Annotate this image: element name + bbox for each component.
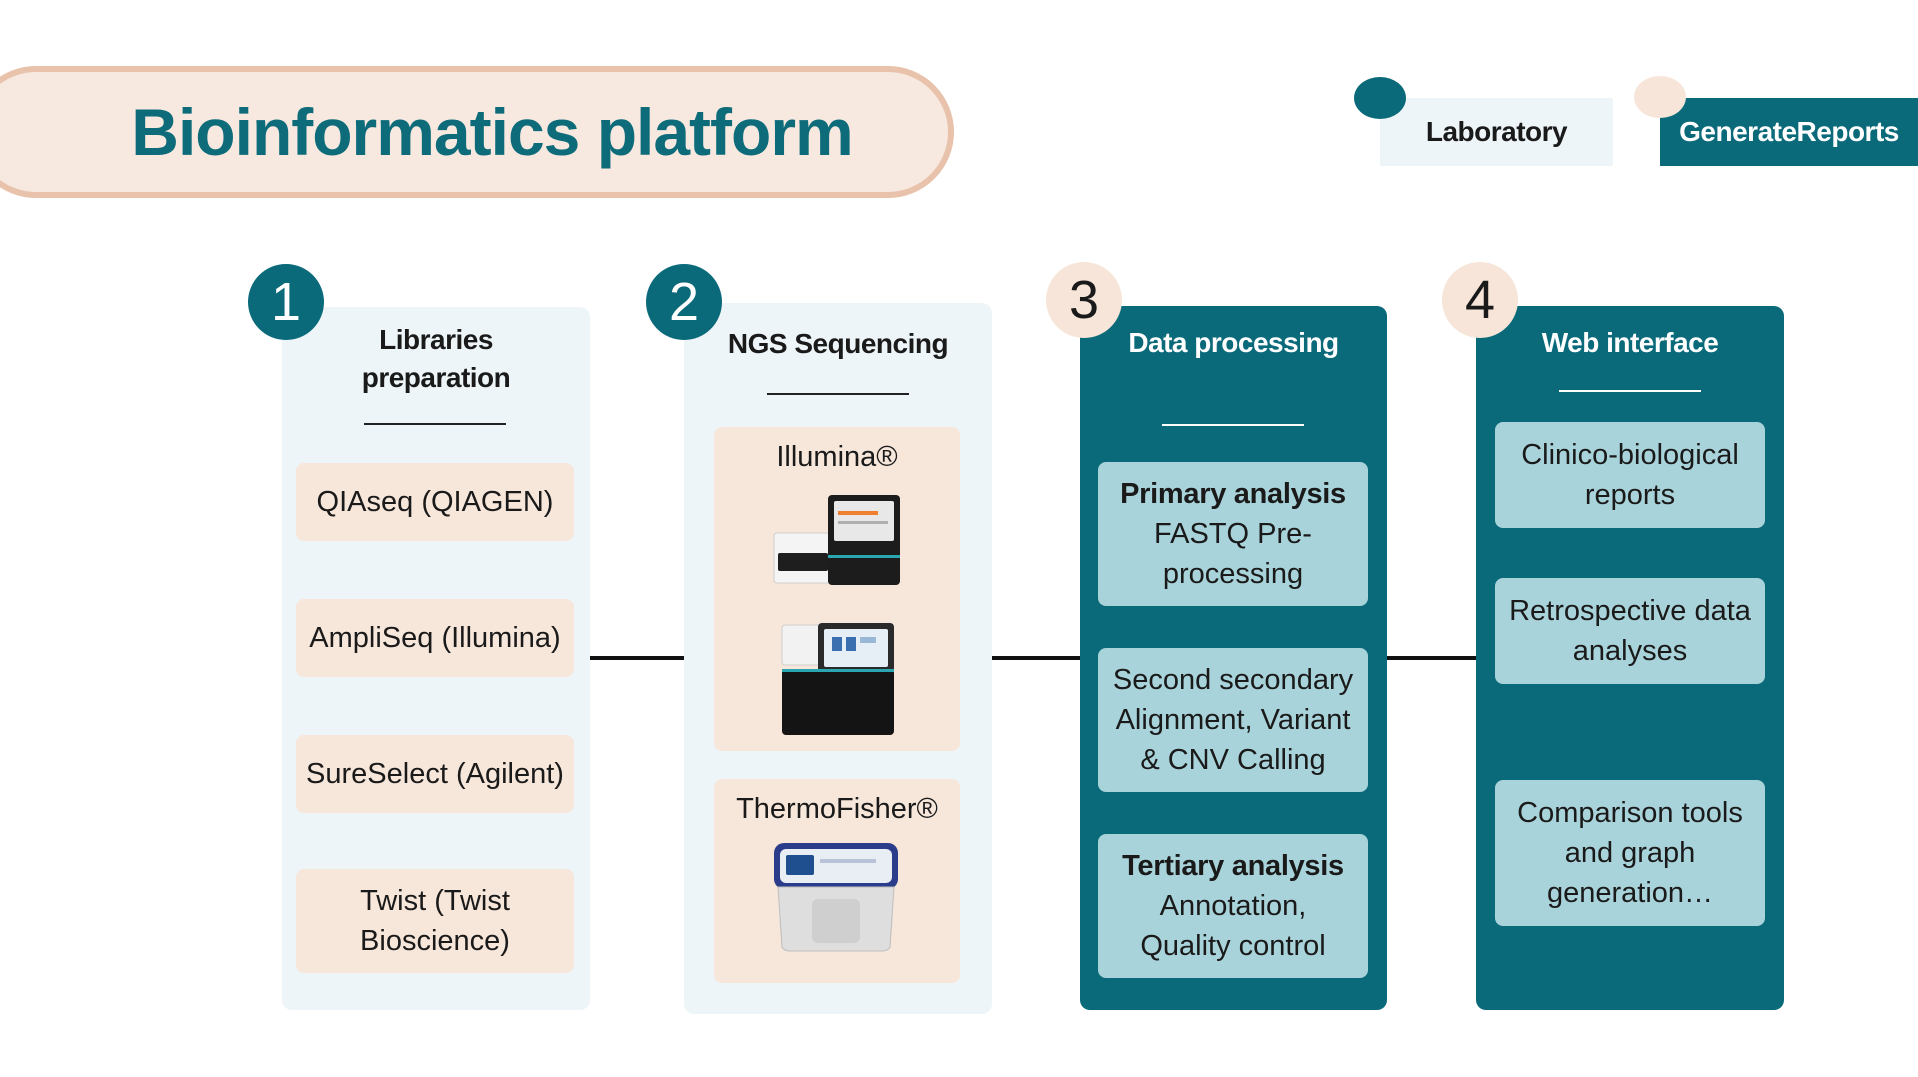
step-4-divider (1559, 390, 1701, 392)
step-4-title: Web interface (1476, 324, 1784, 362)
library-item-label: SureSelect (Agilent) (306, 758, 564, 790)
legend-laboratory-dot (1354, 77, 1406, 119)
step-web-interface-panel: Web interface Clinico-biological reports… (1476, 306, 1784, 1010)
web-item-label: analyses (1572, 635, 1688, 667)
web-item-comparison: Comparison tools and graph generation… (1495, 780, 1765, 926)
library-item-qiaseq: QIAseq (QIAGEN) (296, 463, 574, 541)
sequencer-card-label: Illumina® (776, 441, 898, 473)
library-item-label: Twist (Twist (360, 885, 510, 917)
step-3-badge: 3 (1046, 262, 1122, 338)
processing-item-label: processing (1162, 558, 1304, 590)
step-4-title-line1: Web interface (1541, 327, 1719, 358)
processing-item-heading: Primary analysis (1120, 478, 1346, 510)
legend-generate-reports: GenerateReports (1660, 98, 1918, 166)
processing-item-secondary: Second secondary Alignment, Variant & CN… (1098, 648, 1368, 792)
web-item-retrospective: Retrospective data analyses (1495, 578, 1765, 684)
processing-item-label: Quality control (1140, 930, 1326, 962)
library-item-label: AmpliSeq (Illumina) (309, 622, 561, 654)
processing-item-heading: Tertiary analysis (1122, 850, 1344, 882)
web-item-label: generation… (1546, 877, 1714, 909)
step-2-badge: 2 (646, 264, 722, 340)
step-4-badge: 4 (1442, 262, 1518, 338)
web-item-label: reports (1584, 479, 1676, 511)
library-item-sureselect: SureSelect (Agilent) (296, 735, 574, 813)
web-item-label: Clinico-biological (1521, 439, 1739, 471)
step-1-divider (364, 423, 506, 425)
step-libraries-preparation-panel: Libraries preparation QIAseq (QIAGEN) Am… (282, 307, 590, 1010)
processing-item-tertiary: Tertiary analysis Annotation, Quality co… (1098, 834, 1368, 978)
web-item-label: and graph (1564, 837, 1696, 869)
step-data-processing-panel: Data processing Primary analysis FASTQ P… (1080, 306, 1387, 1010)
step-2-divider (767, 393, 909, 395)
connector-1-2 (590, 656, 684, 660)
processing-item-primary: Primary analysis FASTQ Pre- processing (1098, 462, 1368, 606)
legend-laboratory: Laboratory (1380, 98, 1613, 166)
web-item-reports: Clinico-biological reports (1495, 422, 1765, 528)
processing-item-label: Second secondary (1112, 664, 1354, 696)
step-2-number: 2 (668, 272, 700, 332)
step-1-badge: 1 (248, 264, 324, 340)
step-1-title-line2: preparation (361, 362, 511, 393)
processing-item-label: Annotation, (1159, 890, 1307, 922)
sequencer-card-illumina: Illumina® (714, 427, 960, 751)
sequencer-icon (774, 843, 898, 952)
step-2-title: NGS Sequencing (684, 325, 992, 363)
processing-item-label: & CNV Calling (1140, 744, 1326, 776)
sequencer-card-label: ThermoFisher® (736, 793, 938, 825)
step-ngs-sequencing-panel: NGS Sequencing Illumina® ThermoFis (684, 303, 992, 1014)
step-1-number: 1 (270, 272, 302, 332)
step-3-number: 3 (1068, 270, 1100, 330)
step-3-title-line1: Data processing (1128, 327, 1339, 358)
step-1-title-line1: Libraries (379, 324, 493, 355)
library-item-ampliseq: AmpliSeq (Illumina) (296, 599, 574, 677)
web-item-label: Comparison tools (1517, 797, 1743, 829)
library-item-twist: Twist (Twist Bioscience) (296, 869, 574, 973)
page-title: Bioinformatics platform (131, 95, 853, 169)
step-1-title: Libraries preparation (282, 321, 590, 397)
web-item-label: Retrospective data (1509, 595, 1751, 627)
processing-item-label: Alignment, Variant (1115, 704, 1351, 736)
sequencer-icon (781, 623, 894, 735)
library-item-label: QIAseq (QIAGEN) (316, 486, 554, 518)
processing-item-label: FASTQ Pre- (1154, 518, 1312, 550)
step-2-title-line1: NGS Sequencing (727, 328, 949, 359)
step-3-divider (1162, 424, 1304, 426)
legend-generate-reports-dot (1634, 76, 1686, 118)
sequencer-card-thermofisher: ThermoFisher® (714, 779, 960, 983)
connector-2-3 (992, 656, 1080, 660)
step-4-number: 4 (1464, 270, 1496, 330)
library-item-label: Bioscience) (360, 925, 510, 957)
connector-3-4 (1387, 656, 1476, 660)
legend-generate-reports-label: GenerateReports (1679, 116, 1899, 147)
sequencer-icon (773, 495, 900, 585)
legend-laboratory-label: Laboratory (1425, 116, 1568, 147)
title-banner: Bioinformatics platform (0, 66, 954, 198)
step-3-title: Data processing (1080, 324, 1387, 362)
